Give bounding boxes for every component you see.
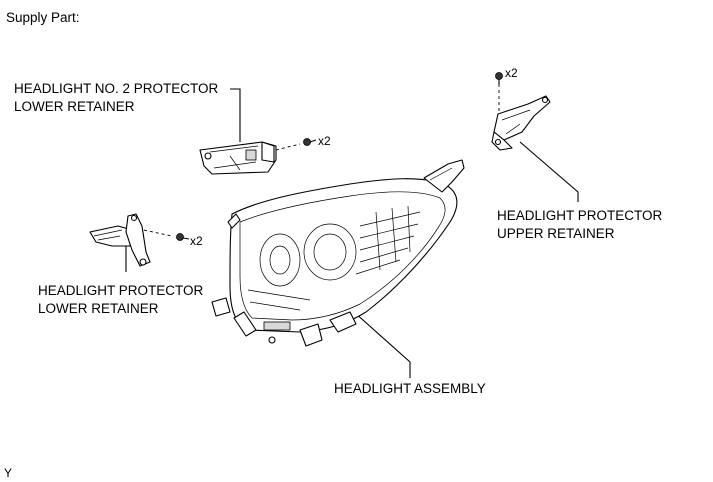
leader-lines [125, 88, 579, 378]
lower-retainer-dashes [143, 229, 173, 237]
headlight-assembly-drawing [211, 159, 465, 347]
upper-retainer-bolt-icon [495, 72, 503, 85]
no2-lower-retainer-drawing [199, 138, 317, 175]
upper-retainer-qty: x2 [505, 66, 518, 80]
lower-retainer-bolt-icon [176, 233, 190, 241]
no2-lower-retainer-dashes [275, 143, 301, 151]
upper-retainer-label-line1: HEADLIGHT PROTECTOR [497, 208, 663, 223]
upper-retainer-label-line2: UPPER RETAINER [497, 226, 615, 241]
lower-retainer-qty: x2 [190, 234, 203, 248]
assembly-label: HEADLIGHT ASSEMBLY [334, 381, 486, 396]
upper-retainer-drawing [491, 72, 551, 151]
lower-retainer-label-line2: LOWER RETAINER [38, 301, 159, 316]
no2-lower-retainer-qty: x2 [318, 134, 331, 148]
supply-part-title: Supply Part: [6, 10, 80, 25]
lower-retainer-label-line1: HEADLIGHT PROTECTOR [38, 283, 204, 298]
figure-code: Y [4, 466, 13, 480]
leader-no2-lower-retainer [230, 88, 241, 142]
lower-retainer-drawing [89, 213, 190, 267]
no2-lower-retainer-label-line1: HEADLIGHT NO. 2 PROTECTOR [14, 81, 219, 96]
leader-upper-retainer [519, 141, 579, 202]
leader-assembly [353, 311, 411, 378]
no2-lower-retainer-label-line2: LOWER RETAINER [14, 99, 135, 114]
no2-lower-retainer-bolt-icon [303, 138, 317, 146]
